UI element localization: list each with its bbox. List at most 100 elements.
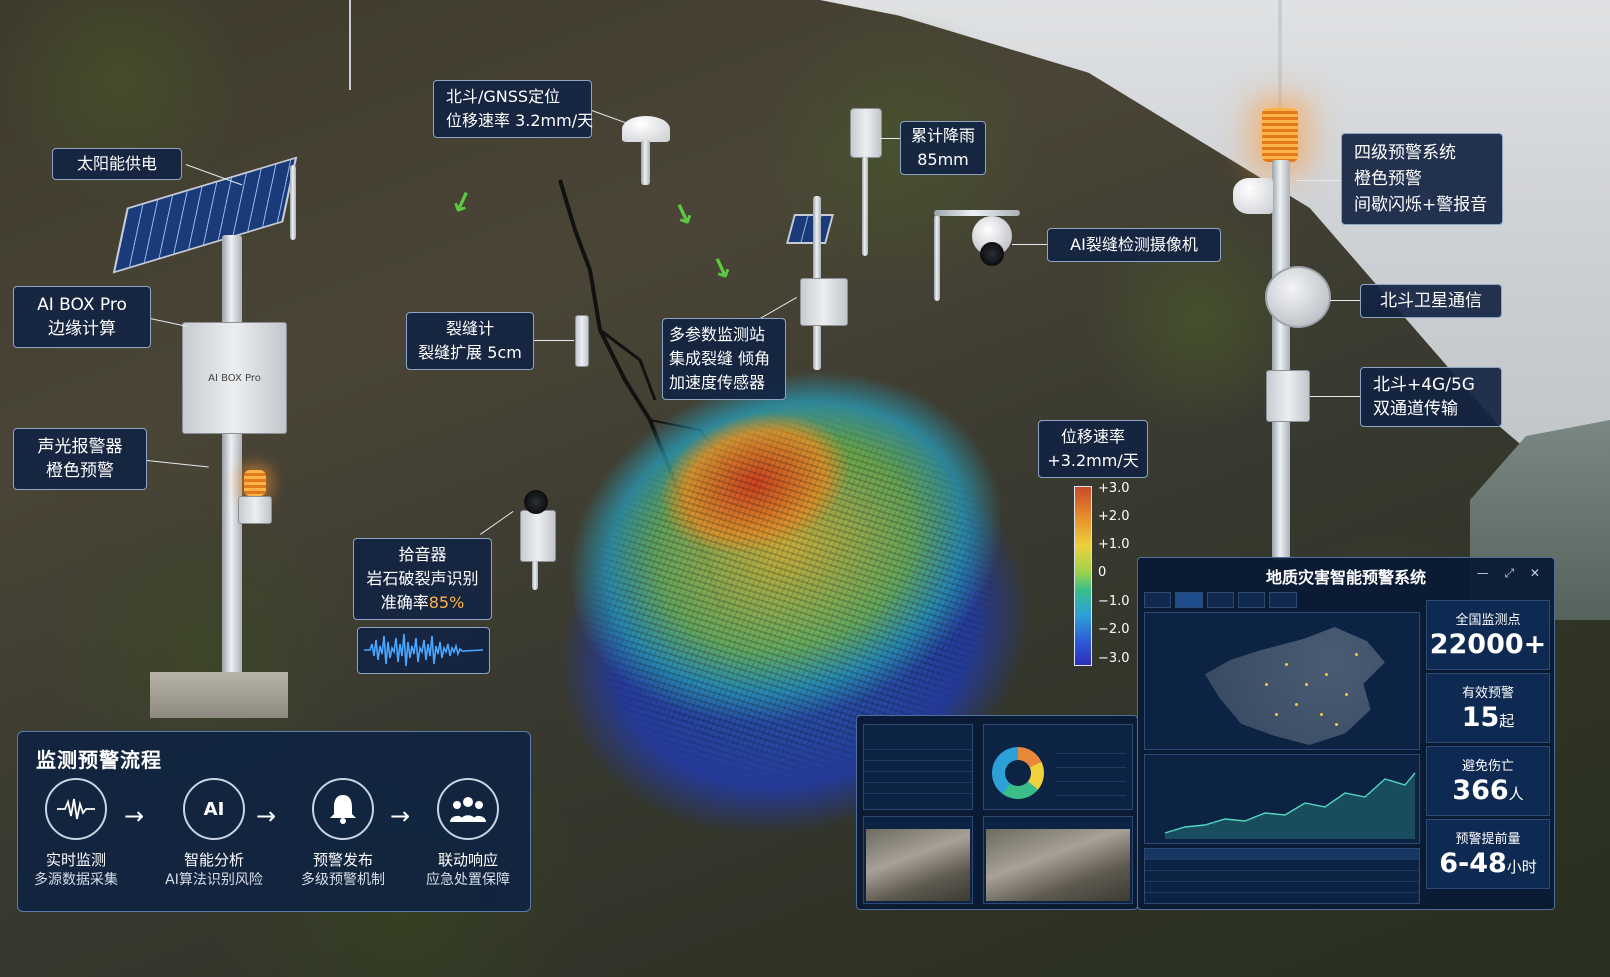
scale-tick-label: +3.0 xyxy=(1098,481,1130,496)
sound-pickup-device xyxy=(520,510,556,562)
alarm-speaker-box xyxy=(238,496,272,524)
alert-list-card xyxy=(863,724,973,810)
alert-level-card xyxy=(983,724,1133,810)
pickup-microphone xyxy=(524,490,548,514)
table-row xyxy=(864,772,972,783)
leader-line xyxy=(1012,244,1048,245)
callout-ai-camera: AI裂缝检测摄像机 xyxy=(1047,228,1221,262)
warning-tower-mast xyxy=(1278,0,1282,110)
stat-effective-warnings: 有效预警 15起 xyxy=(1426,673,1550,743)
map-marker xyxy=(1355,653,1358,656)
map-marker xyxy=(1275,713,1278,716)
callout-sound-light-alarm: 声光报警器 橙色预警 xyxy=(13,428,147,490)
map-marker xyxy=(1265,683,1268,686)
leader-line xyxy=(1330,300,1360,301)
workflow-arrow-icon: → xyxy=(390,802,411,830)
trend-line xyxy=(1164,772,1416,839)
scale-tick-label: +2.0 xyxy=(1098,509,1130,524)
stat-monitoring-points: 全国监测点 22000+ xyxy=(1426,600,1550,670)
table-row xyxy=(864,739,972,750)
transmission-box xyxy=(1266,370,1310,422)
legend-row xyxy=(1056,771,1126,782)
crack-meter-device xyxy=(575,315,589,367)
workflow-step-analyze: AI 智能分析 AI算法识别风险 xyxy=(149,778,279,890)
left-station-pole xyxy=(222,235,242,675)
map-marker xyxy=(1320,713,1323,716)
workflow-step-monitor: 实时监测 多源数据采集 xyxy=(11,778,141,890)
left-alarm-beacon xyxy=(244,470,266,496)
rain-gauge-pole xyxy=(862,156,868,256)
stat-warning-lead-time: 预警提前量 6-48小时 xyxy=(1426,819,1550,889)
people-icon xyxy=(437,778,499,840)
warning-records-table xyxy=(1144,848,1420,904)
scale-tick-label: −2.0 xyxy=(1098,622,1130,637)
gnss-antenna xyxy=(622,116,670,142)
trend-line-chart xyxy=(1144,754,1420,844)
leader-line xyxy=(880,138,900,139)
callout-solar-power: 太阳能供电 xyxy=(52,148,183,180)
table-row xyxy=(864,750,972,761)
aibox-enclosure: AI BOX Pro xyxy=(182,322,287,434)
dashboard-title: 地质灾害智能预警系统 xyxy=(1265,568,1426,587)
site-photo xyxy=(986,829,1130,901)
table-row xyxy=(1145,882,1419,893)
audio-waveform-icon xyxy=(364,633,484,667)
rain-gauge xyxy=(850,108,882,158)
dashboard-tab[interactable] xyxy=(1144,592,1172,608)
callout-rainfall: 累计降雨 85mm xyxy=(900,121,986,175)
window-controls[interactable]: — ⤢ ✕ xyxy=(1476,566,1546,580)
scale-tick-label: −3.0 xyxy=(1098,651,1130,666)
callout-sound-pickup: 拾音器 岩石破裂声识别 准确率85% xyxy=(353,538,492,620)
workflow-step-respond: 联动响应 应急处置保障 xyxy=(403,778,533,890)
map-marker xyxy=(1295,703,1298,706)
callout-aibox: AI BOX Pro 边缘计算 xyxy=(13,286,151,348)
summary-stats: 全国监测点 22000+ 有效预警 15起 避免伤亡 366人 预警提前量 6-… xyxy=(1426,600,1550,892)
table-row xyxy=(1145,860,1419,871)
site-photo-card-1 xyxy=(863,816,973,904)
dashboard-tab[interactable] xyxy=(1269,592,1297,608)
alert-level-donut xyxy=(992,747,1044,799)
map-marker xyxy=(1335,723,1338,726)
site-photo-card-2 xyxy=(983,816,1133,904)
callout-beidou-satellite: 北斗卫星通信 xyxy=(1360,284,1502,318)
map-marker xyxy=(1305,683,1308,686)
warning-tower-pole xyxy=(1272,160,1290,560)
bell-icon xyxy=(312,778,374,840)
pickup-pole xyxy=(532,560,538,590)
table-row xyxy=(1145,871,1419,882)
workflow-arrow-icon: → xyxy=(124,802,145,830)
dashboard-tab[interactable] xyxy=(1206,592,1235,608)
callout-warning-system: 四级预警系统 橙色预警 间歇闪烁+警报音 xyxy=(1341,133,1503,225)
concrete-base xyxy=(150,672,288,718)
geohazard-warning-dashboard: 地质灾害智能预警系统 — ⤢ ✕ xyxy=(1137,557,1555,910)
camera-arm xyxy=(934,210,1020,216)
displacement-color-scale xyxy=(1074,486,1092,666)
dashboard-tab-active[interactable] xyxy=(1175,592,1203,608)
callout-gnss: 北斗/GNSS定位 位移速率 3.2mm/天 xyxy=(433,80,593,138)
legend-row xyxy=(1056,757,1126,768)
dashboard-secondary-panel xyxy=(856,715,1138,910)
left-station-arm xyxy=(290,165,296,240)
waveform-panel xyxy=(357,627,490,674)
ai-cloud-icon: AI xyxy=(183,778,245,840)
monitoring-workflow-panel: 监测预警流程 实时监测 多源数据采集 → AI 智能分析 AI算法识别风险 → … xyxy=(17,731,531,912)
workflow-step-publish: 预警发布 多级预警机制 xyxy=(278,778,408,890)
map-marker xyxy=(1285,663,1288,666)
workflow-arrow-icon: → xyxy=(256,802,277,830)
table-row xyxy=(864,783,972,794)
leader-line xyxy=(1310,396,1360,397)
callout-dual-transmission: 北斗+4G/5G 双通道传输 xyxy=(1360,367,1502,427)
dashboard-tab[interactable] xyxy=(1238,592,1266,608)
table-row xyxy=(864,761,972,772)
warning-beacon xyxy=(1262,108,1298,162)
beidou-satellite-dish xyxy=(1265,266,1331,328)
callout-displacement-velocity: 位移速率 +3.2mm/天 xyxy=(1038,420,1148,478)
legend-row xyxy=(1056,743,1126,754)
gnss-pole xyxy=(641,140,650,185)
camera-lens xyxy=(980,242,1004,266)
waveform-icon xyxy=(45,778,107,840)
scale-tick-label: 0 xyxy=(1098,565,1107,580)
scale-tick-label: +1.0 xyxy=(1098,537,1130,552)
monitoring-map[interactable] xyxy=(1144,612,1420,750)
callout-multi-param-station: 多参数监测站 集成裂缝 倾角 加速度传感器 xyxy=(662,318,786,400)
